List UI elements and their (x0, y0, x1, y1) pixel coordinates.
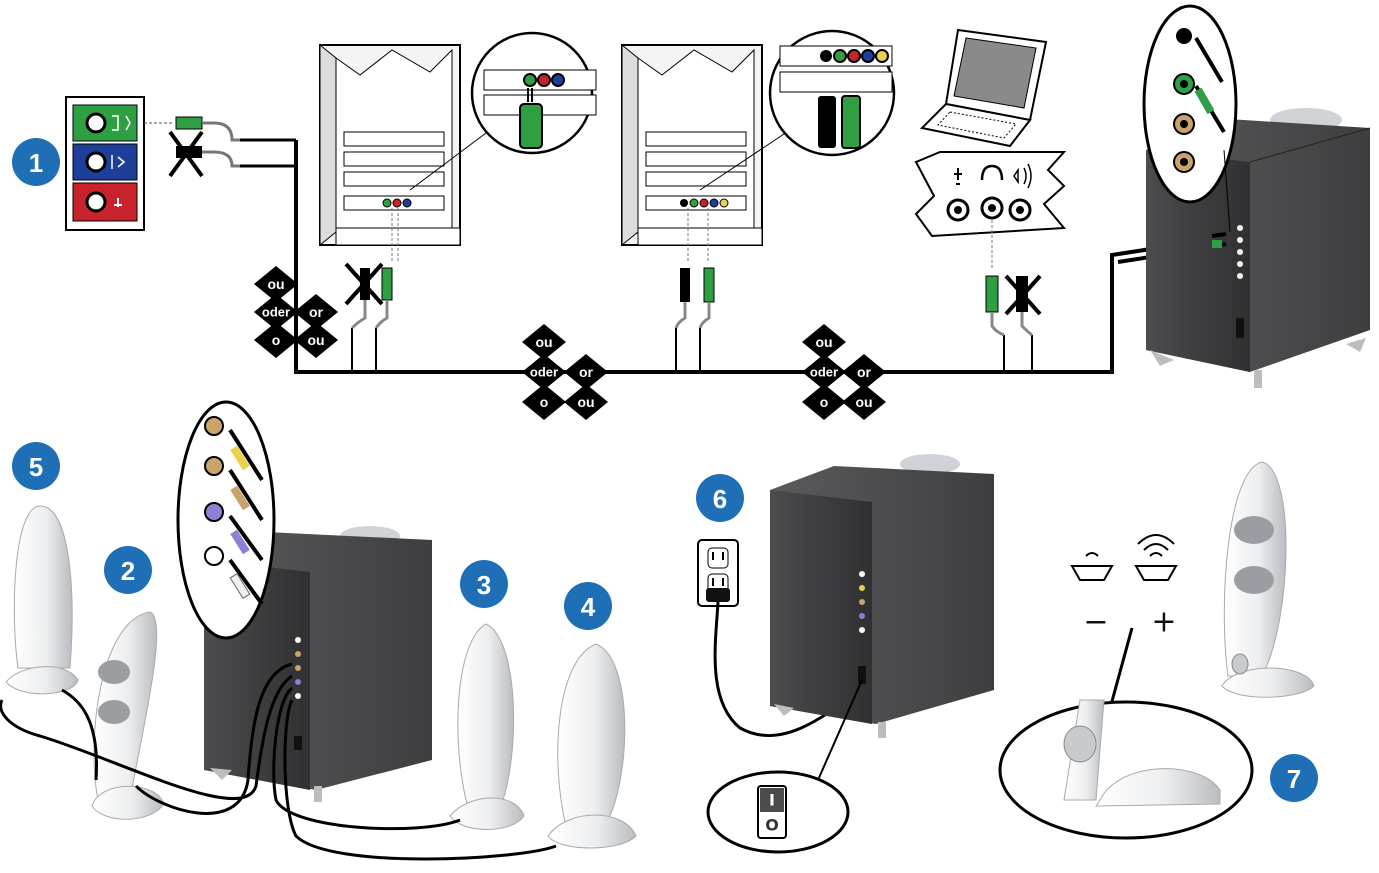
oder-label: oder (262, 305, 290, 320)
or-label: or (857, 364, 872, 380)
alternatives-group-2: ou oder o or ou (522, 324, 608, 420)
or-label: or (309, 304, 324, 320)
pc2-jack-zoom (768, 29, 896, 157)
speaker-cables (0, 662, 557, 861)
satellite-speaker-icon (5, 505, 79, 695)
ou-label: ou (577, 394, 594, 410)
subwoofer-jack-zoom (1142, 4, 1238, 233)
step-4-number: 4 (581, 592, 596, 622)
pc2-plugs (674, 208, 715, 329)
step-7-badge: 7 (1270, 754, 1318, 802)
pc-tower-icon (621, 43, 791, 247)
satellite-speaker-icon (1221, 461, 1315, 698)
sound-card-jacks-icon (65, 96, 145, 231)
audio-jacks-icon (914, 151, 1067, 238)
step-7-number: 7 (1287, 764, 1301, 794)
subwoofer-icon (770, 454, 994, 781)
step-3-badge: 3 (460, 560, 508, 608)
alternatives-group-1: ou oder o or ou (254, 266, 338, 358)
ou-label: ou (535, 334, 552, 350)
alternatives-group-3: ou oder o or ou (802, 324, 886, 420)
step-2-number: 2 (121, 556, 135, 586)
volume-minus-label: − (1083, 605, 1108, 640)
step-6-badge: 6 (696, 474, 744, 522)
step-1-plugs (144, 116, 240, 178)
step-1-badge: 1 (12, 138, 60, 186)
pc-tower-icon (319, 43, 491, 247)
step-4-badge: 4 (564, 582, 612, 630)
ou-label: ou (307, 332, 324, 348)
oder-label: oder (530, 365, 558, 380)
ou-label: ou (855, 394, 872, 410)
volume-knob-icon (998, 627, 1254, 840)
step-6-number: 6 (713, 484, 727, 514)
pc1-plugs (344, 208, 399, 330)
oder-label: oder (810, 365, 838, 380)
step-3-number: 3 (477, 570, 491, 600)
laptop-icon (919, 28, 1048, 148)
pc1-jack-zoom (470, 31, 597, 155)
o-label: o (540, 394, 549, 410)
speaker-volume-icon (1070, 534, 1178, 581)
satellite-speaker-icon (91, 611, 165, 820)
satellite-speaker-icon (547, 643, 637, 849)
or-label: or (579, 364, 594, 380)
switch-off-label: O (765, 816, 779, 835)
volume-plus-label: + (1151, 605, 1176, 640)
power-switch-icon: I O (706, 770, 850, 854)
bottom-sub-jack-zoom (176, 400, 276, 640)
step-5-number: 5 (29, 452, 43, 482)
step-2-badge: 2 (104, 546, 152, 594)
switch-on-label: I (769, 791, 775, 810)
step-1-number: 1 (29, 148, 43, 178)
step-5-badge: 5 (12, 442, 60, 490)
ou-label: ou (815, 334, 832, 350)
o-label: o (820, 394, 829, 410)
ou-label: ou (267, 276, 284, 292)
laptop-plugs (985, 220, 1042, 337)
o-label: o (272, 332, 281, 348)
satellite-speaker-icon (449, 623, 525, 830)
